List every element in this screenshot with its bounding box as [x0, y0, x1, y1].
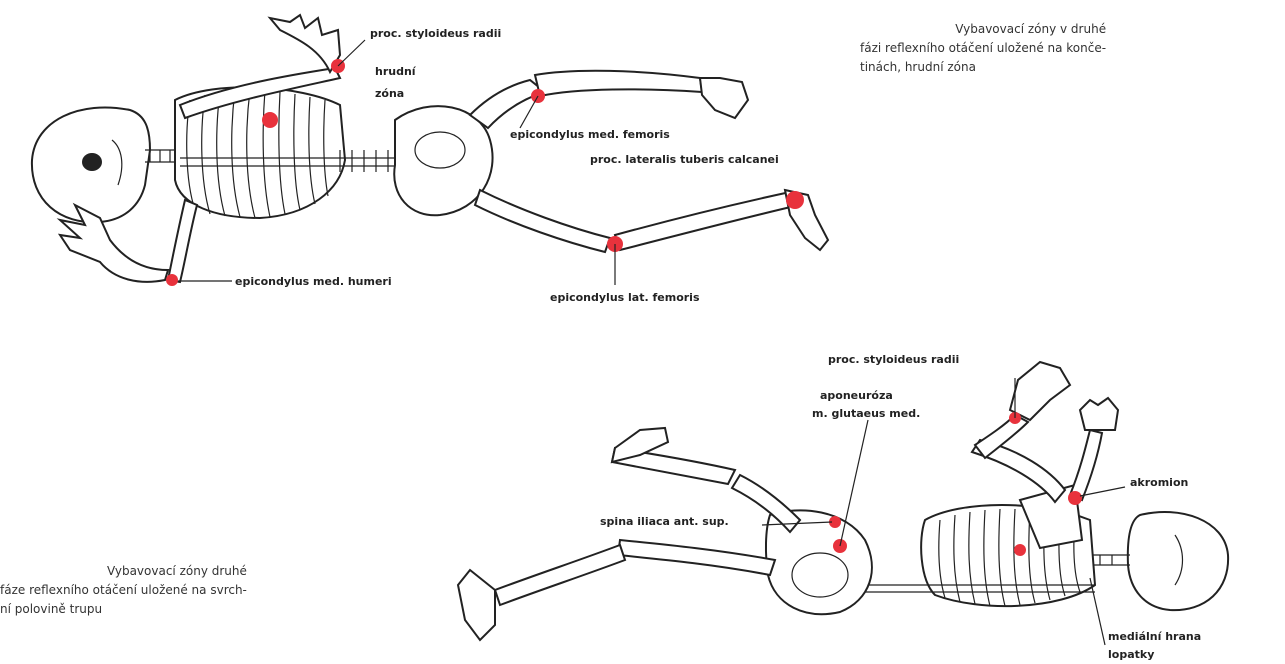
top-label-hrudni-2: zóna — [375, 87, 404, 100]
bottom-label-medialni-2: lopatky — [1108, 648, 1154, 661]
bottom-other-arm — [1070, 430, 1102, 500]
bottom-zone-akromion — [1068, 491, 1082, 505]
bottom-label-aponeuroza-1: aponeuróza — [820, 389, 893, 402]
top-zone-hrudni — [262, 112, 278, 128]
top-zone-calcanei — [786, 191, 804, 209]
top-zone-epi-med-humeri — [166, 274, 178, 286]
bottom-skull — [1128, 512, 1228, 610]
top-eye-socket — [82, 153, 102, 171]
top-label-epi-med-femoris: epicondylus med. femoris — [510, 128, 670, 141]
bottom-hand — [1010, 362, 1070, 420]
bottom-label-styloideus: proc. styloideus radii — [828, 353, 959, 366]
top-label-calcanei: proc. lateralis tuberis calcanei — [590, 153, 779, 166]
top-skeleton: proc. styloideus radii hrudní zóna epico… — [32, 15, 828, 304]
top-label-hrudni-1: hrudní — [375, 65, 417, 78]
bottom-skeleton: proc. styloideus radii aponeuróza m. glu… — [458, 353, 1228, 661]
top-lower-shin — [615, 192, 795, 250]
top-raised-hand — [270, 15, 340, 72]
bottom-label-akromion: akromion — [1130, 476, 1188, 489]
top-upper-foot — [700, 78, 748, 118]
bottom-other-hand — [1080, 398, 1118, 430]
top-label-epi-med-humeri: epicondylus med. humeri — [235, 275, 392, 288]
bottom-pelvis — [766, 510, 872, 614]
top-label-styloideus: proc. styloideus radii — [370, 27, 501, 40]
top-lower-arm — [168, 200, 197, 282]
bottom-lower-foot — [458, 570, 495, 640]
bottom-label-medialni-1: mediální hrana — [1108, 630, 1201, 643]
top-upper-shin — [535, 71, 702, 96]
bottom-label-spina: spina iliaca ant. sup. — [600, 515, 729, 528]
bottom-lower-thigh — [618, 540, 775, 575]
top-lower-thigh — [475, 190, 610, 252]
bottom-lower-shin — [495, 545, 625, 605]
bottom-label-aponeuroza-2: m. glutaeus med. — [812, 407, 920, 420]
bottom-zone-medialni — [1014, 544, 1026, 556]
top-label-epi-lat-femoris: epicondylus lat. femoris — [550, 291, 700, 304]
